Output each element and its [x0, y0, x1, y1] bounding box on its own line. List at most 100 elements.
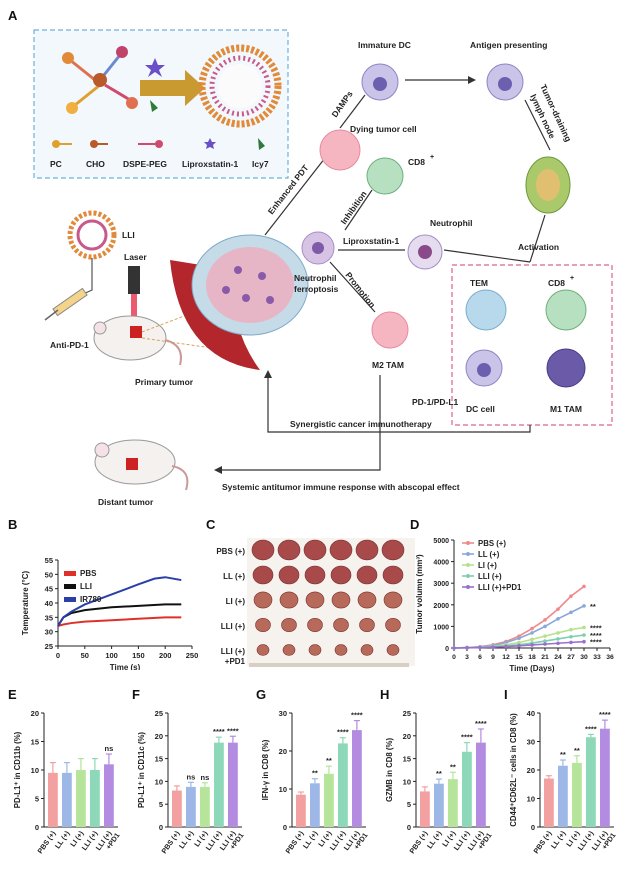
tumor-photo: [355, 539, 379, 561]
tumor-photo: [331, 591, 351, 609]
bar: [324, 773, 334, 827]
assembly-arrow: [140, 70, 205, 106]
row-label: LLI (+): [221, 622, 246, 631]
series-point: [569, 627, 573, 632]
series-point: [452, 646, 456, 650]
y-tick-label: 10: [155, 777, 163, 786]
y-axis-label: Temperature (°C): [21, 570, 30, 635]
tumor-photo: [386, 644, 400, 656]
series-point: [543, 634, 547, 638]
row-label-sub: +PD1: [225, 657, 246, 666]
y-tick-label: 50: [45, 570, 53, 579]
y-tick-label: 20: [403, 732, 411, 741]
y-tick-label: 0: [407, 823, 411, 832]
legend-label: PBS (+): [478, 539, 506, 548]
row-label: LLI (+): [221, 647, 246, 656]
neutrophil-icon: [407, 234, 443, 270]
tem-cell-icon: [465, 289, 507, 331]
legend-label-ir780: IR780: [80, 595, 102, 604]
y-tick-label: 15: [31, 738, 39, 747]
lipid-components-icon: [62, 46, 138, 114]
legend-swatch-ir780: [64, 597, 76, 602]
series-point: [582, 633, 586, 637]
m2-tam-icon: [371, 311, 409, 349]
panel-c-tumor-photos: PBS (+)LL (+)LI (+)LLI (+)LLI (+)+PD1: [216, 538, 415, 667]
legend-label: LLI (+): [478, 572, 502, 581]
tumor-photo: [305, 591, 325, 609]
label-neutrophil-ferroptosis-2: ferroptosis: [294, 284, 339, 294]
tumor-photo: [334, 644, 348, 656]
label-pd1-pdl1: PD-1/PD-L1: [412, 397, 459, 407]
y-tick-label: 20: [155, 732, 163, 741]
y-tick-label: 5: [35, 795, 39, 804]
label-inhibition: Inhibition: [338, 189, 368, 226]
x-tick-label: 24: [554, 654, 562, 661]
legend-icy7: Icy7: [252, 159, 269, 169]
tumor-photo: [253, 591, 273, 609]
y-tick-label: 5: [407, 800, 411, 809]
label-dc-cell: DC cell: [466, 404, 495, 414]
bar: [352, 730, 362, 827]
dc-cell-icon: [465, 349, 503, 387]
y-tick-label: 5: [159, 800, 163, 809]
x-axis-label: Time (Days): [509, 664, 555, 673]
y-tick-label: 20: [279, 747, 287, 756]
series-point: [530, 637, 534, 642]
cd8-activated-icon: [545, 289, 587, 331]
tumor-photo: [356, 565, 378, 585]
label-dying-tumor-cell: Dying tumor cell: [350, 124, 417, 134]
panel-letter: F: [132, 687, 140, 702]
x-tick-label: LL (+): [53, 828, 72, 850]
bar: [434, 783, 444, 827]
x-tick-label: 33: [593, 654, 601, 661]
label-systemic: Systemic antitumor immune response with …: [222, 482, 460, 492]
tumor-photo: [382, 565, 404, 585]
bar: [104, 764, 114, 827]
significance-label: **: [590, 602, 596, 611]
y-tick-label: 10: [279, 785, 287, 794]
legend-marker: [466, 585, 470, 589]
bar: [76, 770, 86, 827]
tumor-photo: [277, 539, 301, 561]
tumor-photo: [381, 539, 405, 561]
y-tick-label: 1000: [433, 624, 449, 631]
x-tick-label: 9: [491, 654, 495, 661]
ruler-icon: [249, 663, 409, 667]
label-liproxstatin: Liproxstatin-1: [343, 236, 399, 246]
label-antigen-presenting: Antigen presenting: [470, 40, 547, 50]
x-tick-label: 36: [606, 654, 614, 661]
label-distant-tumor: Distant tumor: [98, 497, 154, 507]
series-line-pbs: [57, 616, 182, 627]
y-tick-label: 2000: [433, 603, 449, 610]
bar: [586, 737, 596, 827]
tumor-photo: [383, 591, 403, 609]
significance-label: **: [450, 762, 456, 771]
significance-label: ****: [475, 719, 487, 728]
significance-label: **: [560, 750, 566, 759]
x-tick-label: LL (+): [301, 828, 320, 850]
label-activation: Activation: [518, 242, 559, 252]
tumor-photo: [256, 644, 270, 656]
bar: [558, 765, 568, 827]
significance-label: **: [574, 746, 580, 755]
neutrophil-ferroptosis-icon: [301, 231, 335, 265]
label-m1-tam: M1 TAM: [550, 404, 582, 414]
label-synergistic: Synergistic cancer immunotherapy: [290, 419, 432, 429]
x-tick-label: LL (+): [177, 828, 196, 850]
label-anti-pd1: Anti-PD-1: [50, 340, 89, 350]
series-point: [582, 604, 586, 608]
y-tick-label: 0: [531, 823, 535, 832]
y-tick-label: 35: [45, 613, 53, 622]
y-tick-label: 10: [527, 795, 535, 804]
legend-pc: PC: [50, 159, 62, 169]
x-tick-label: 250: [186, 651, 199, 660]
label-tem: TEM: [470, 278, 488, 288]
x-tick-label: 0: [56, 651, 60, 660]
panel-letter: H: [380, 687, 390, 702]
mouse-distant-icon: [94, 439, 189, 491]
y-tick-label: 40: [45, 599, 53, 608]
lymph-node-icon: [525, 156, 571, 214]
tumor-photo: [282, 644, 296, 656]
y-tick-label: 0: [159, 823, 163, 832]
